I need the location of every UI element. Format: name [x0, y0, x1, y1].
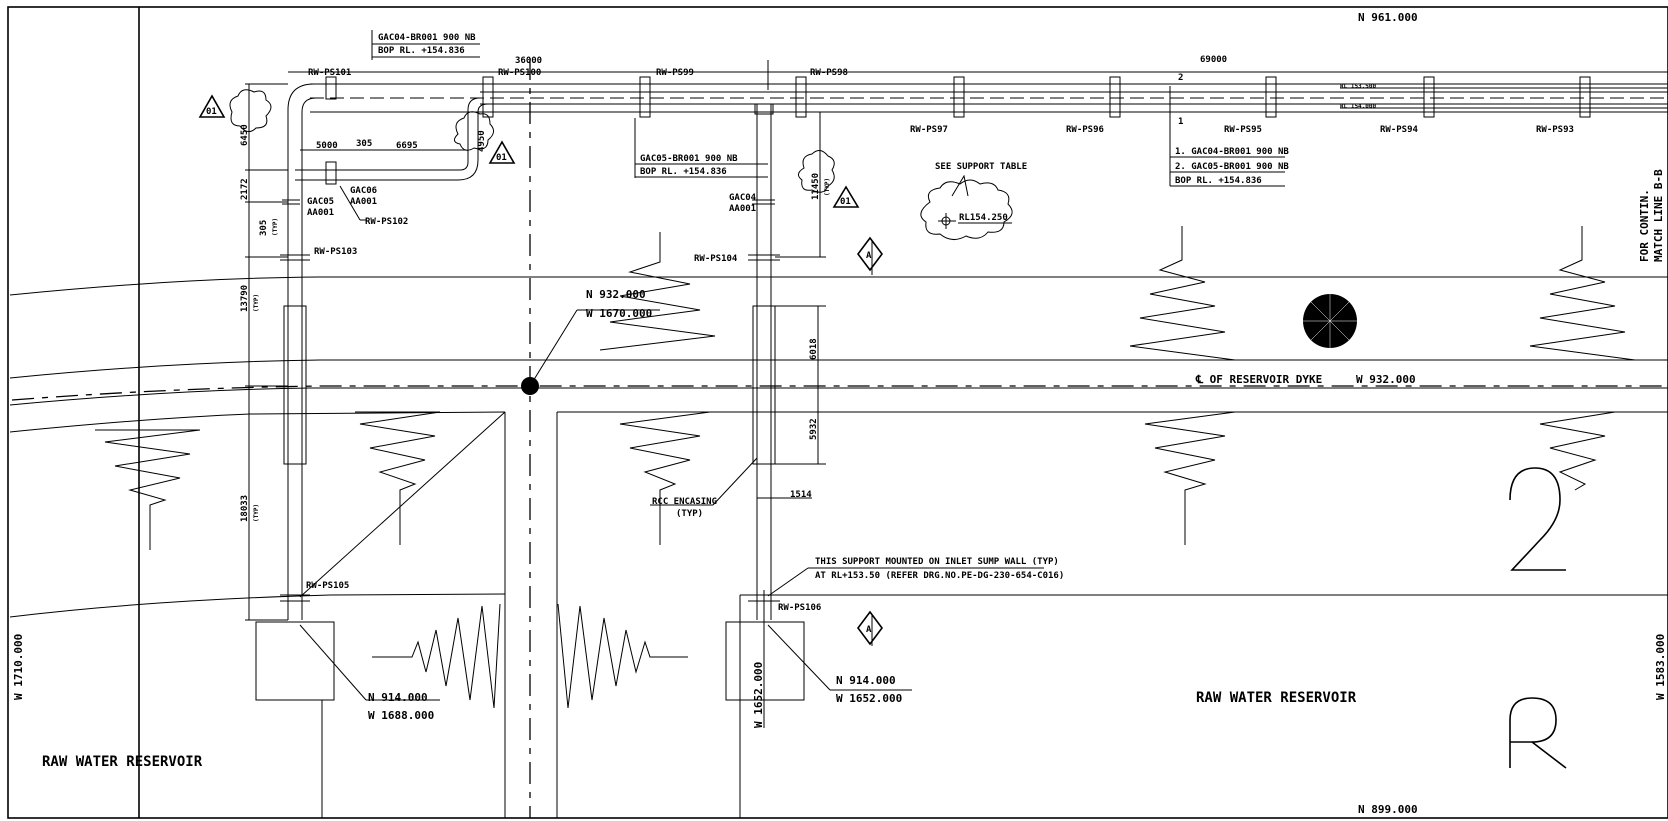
dim-305b: 305 — [259, 220, 269, 236]
label-match-line-2: MATCH LINE B-B — [1652, 169, 1665, 262]
rev-tag-1: 01 — [206, 107, 217, 117]
dim-2172: 2172 — [240, 178, 250, 200]
coord-w-center: W 1670.000 — [586, 307, 652, 320]
dim-305a: 305 — [356, 139, 372, 149]
dim-13790: 13790 — [240, 285, 250, 312]
revision-triangles — [198, 94, 860, 208]
support-ps95: RW-PS95 — [1224, 125, 1262, 135]
top-pipe-run — [310, 83, 1668, 113]
label-pipe-top-2: BOP RL. +154.836 — [378, 46, 465, 56]
support-ps106: RW-PS106 — [778, 603, 821, 613]
dim-typ-3: (TYP) — [253, 504, 260, 522]
dim-5000: 5000 — [316, 141, 338, 151]
label-gac04-b: AA001 — [729, 204, 756, 214]
section-tag-2: A — [866, 625, 872, 635]
dim-typ-2: (TYP) — [253, 294, 260, 312]
label-n1: 1 — [1178, 117, 1183, 127]
support-ps105: RW-PS105 — [306, 581, 349, 591]
dim-6695: 6695 — [396, 141, 418, 151]
coord-w-dyke: W 932.000 — [1356, 373, 1416, 386]
label-see-support: SEE SUPPORT TABLE — [935, 162, 1027, 172]
support-ps99: RW-PS99 — [656, 68, 694, 78]
coord-w-left-sump: W 1688.000 — [368, 709, 434, 722]
label-dyke: ℄ OF RESERVOIR DYKE — [1195, 373, 1322, 386]
label-gac05-a: GAC05 — [307, 197, 334, 207]
label-n2: 2 — [1178, 73, 1183, 83]
dim-36000: 36000 — [515, 56, 542, 66]
left-pipe — [255, 76, 494, 701]
section-tag-1: A — [866, 251, 872, 261]
label-pipe-right-1: 1. GAC04-BR001 900 NB — [1175, 147, 1289, 157]
road-edges — [9, 276, 1668, 818]
support-ps103: RW-PS103 — [314, 247, 357, 257]
drawing-frame — [7, 6, 1668, 819]
support-ps97: RW-PS97 — [910, 125, 948, 135]
support-ps102: RW-PS102 — [365, 217, 408, 227]
label-pipe-right-3: BOP RL. +154.836 — [1175, 176, 1262, 186]
coord-n-right-sump: N 914.000 — [836, 674, 896, 687]
dim-11450: 11450 — [811, 173, 821, 200]
coord-n-top: N 961.000 — [1358, 11, 1418, 24]
dim-5932: 5932 — [809, 418, 819, 440]
leader-lines — [299, 30, 1285, 701]
label-gac06-b: AA001 — [350, 197, 377, 207]
label-support-note-1: THIS SUPPORT MOUNTED ON INLET SUMP WALL … — [815, 557, 1059, 567]
dim-1514: 1514 — [790, 490, 812, 500]
coord-n-bottom: N 899.000 — [1358, 803, 1418, 816]
support-ps93: RW-PS93 — [1536, 125, 1574, 135]
label-pipe-top-1: GAC04-BR001 900 NB — [378, 33, 476, 43]
rev-tag-3: 01 — [840, 197, 851, 207]
coord-n-center: N 932.000 — [586, 288, 646, 301]
label-support-note-2: AT RL+153.50 (REFER DRG.NO.PE-DG-230-654… — [815, 571, 1064, 581]
coord-w-right-sump: W 1652.000 — [836, 692, 902, 705]
dim-6018: 6018 — [809, 338, 819, 360]
revision-clouds — [229, 89, 1013, 240]
rev-tag-2: 01 — [496, 153, 507, 163]
centre-pipe — [725, 103, 805, 728]
dim-18033: 18033 — [240, 495, 250, 522]
dim-4950: 4950 — [477, 130, 487, 152]
label-gac04-a: GAC04 — [729, 193, 757, 203]
support-ps94: RW-PS94 — [1380, 125, 1419, 135]
label-rcc: RCC ENCASING — [652, 497, 717, 507]
label-gac05-b: AA001 — [307, 208, 334, 218]
road-marking-letters — [1509, 467, 1567, 769]
dimension-lines — [245, 60, 1668, 621]
coord-w-right: W 1583.000 — [1654, 634, 1667, 700]
dim-typ-4: (TYP) — [824, 178, 831, 196]
top-support-clamps — [639, 76, 1591, 118]
section-marker-icon — [857, 236, 883, 646]
label-rl-cloud: RL154.250 — [959, 213, 1008, 223]
support-ps104: RW-PS104 — [694, 254, 738, 264]
label-pipe-mid-1: GAC05-BR001 900 NB — [640, 154, 738, 164]
label-raw-water-right: RAW WATER RESERVOIR — [1196, 690, 1357, 706]
rl-marker-icon — [938, 213, 1012, 229]
label-pipe-right-2: 2. GAC05-BR001 900 NB — [1175, 162, 1289, 172]
support-ps96: RW-PS96 — [1066, 125, 1104, 135]
slope-marks — [95, 226, 1636, 709]
label-gac06-a: GAC06 — [350, 186, 377, 196]
dim-6450: 6450 — [240, 124, 250, 146]
dim-69000: 69000 — [1200, 55, 1227, 65]
support-ps101: RW-PS101 — [308, 68, 351, 78]
label-raw-water-left: RAW WATER RESERVOIR — [42, 754, 203, 770]
coord-n-left-sump: N 914.000 — [368, 691, 428, 704]
label-pipe-mid-2: BOP RL. +154.836 — [640, 167, 727, 177]
label-match-line-1: FOR CONTIN. — [1638, 189, 1651, 262]
coord-w-right-sump-vertical: W 1652.000 — [752, 662, 765, 728]
support-ps100: RW-PS100 — [498, 68, 541, 78]
compass-disc-icon — [1303, 294, 1357, 348]
label-rl-small-1: RL 153.500 — [1340, 83, 1377, 90]
label-rl-small-2: RL 154.000 — [1340, 103, 1377, 110]
support-ps98: RW-PS98 — [810, 68, 848, 78]
label-rcc-typ: (TYP) — [676, 509, 703, 519]
coord-w-left: W 1710.000 — [12, 634, 25, 700]
dyke-centreline — [11, 385, 1668, 401]
dim-typ-1: (TYP) — [272, 218, 279, 236]
